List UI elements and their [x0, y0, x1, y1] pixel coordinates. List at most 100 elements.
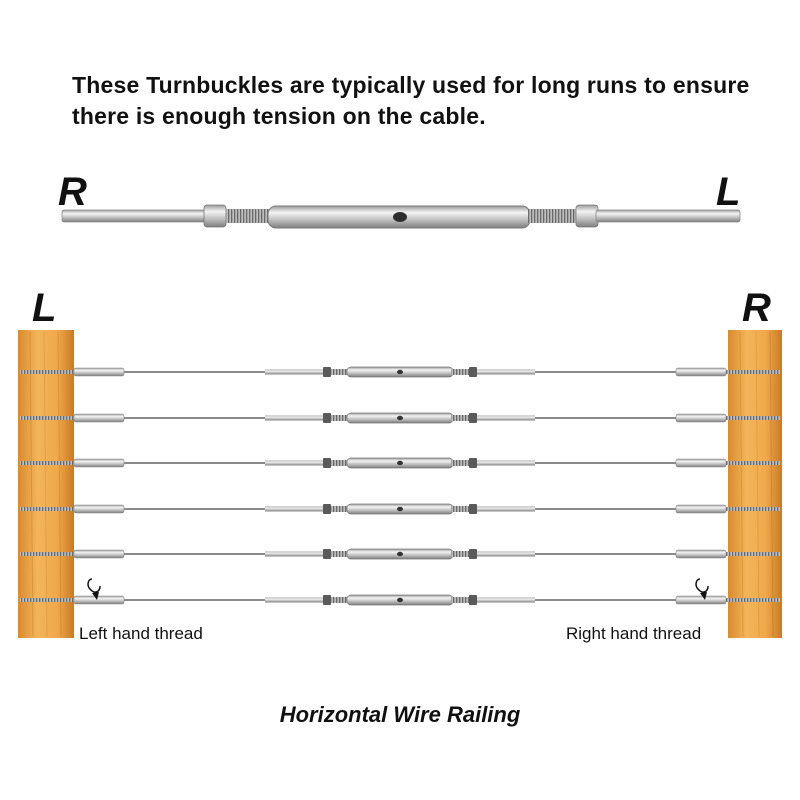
- nut-left: [323, 549, 331, 559]
- turnbuckle-illustration: [61, 204, 741, 229]
- right-thread-arrow: [695, 578, 709, 600]
- turnbuckle-hole: [397, 415, 403, 421]
- right-fitting: [675, 413, 727, 423]
- left-post-label: L: [32, 286, 57, 330]
- thread-right: [451, 551, 469, 557]
- thread-left: [331, 369, 349, 375]
- right-post-label: R: [742, 286, 771, 330]
- thread-left: [331, 415, 349, 421]
- thread-right: [451, 415, 469, 421]
- stud-left: [265, 506, 327, 512]
- cable-run: [20, 503, 780, 515]
- nut-right: [469, 413, 477, 423]
- heading-text: These Turnbuckles are typically used for…: [72, 72, 750, 129]
- post-thread-left: [20, 507, 76, 511]
- diagram-caption: Horizontal Wire Railing: [279, 702, 521, 727]
- right-thread: [528, 209, 578, 223]
- stud-right: [477, 369, 535, 375]
- thread-left: [331, 506, 349, 512]
- thread-right: [451, 369, 469, 375]
- stud-right: [477, 597, 535, 603]
- grain-line: [43, 331, 48, 637]
- right-stud: [595, 209, 741, 223]
- post-thread-left: [20, 598, 76, 602]
- nut-left: [323, 504, 331, 514]
- thread-left: [331, 597, 349, 603]
- grain-line: [769, 331, 774, 637]
- right-wood-post: [728, 330, 782, 638]
- thread-right: [451, 460, 469, 466]
- left-hand-thread-note: Left hand thread: [79, 624, 203, 643]
- right-fitting: [675, 549, 727, 559]
- post-thread-right: [724, 507, 780, 511]
- left-fitting: [73, 367, 125, 377]
- stud-right: [477, 551, 535, 557]
- grain-line: [739, 331, 744, 637]
- cable-run: [20, 594, 780, 606]
- grain-line: [755, 331, 760, 637]
- post-thread-left: [20, 461, 76, 465]
- thread-left: [331, 460, 349, 466]
- nut-right: [469, 504, 477, 514]
- turnbuckle-left-label: R: [58, 170, 87, 214]
- cable-run: [20, 457, 780, 469]
- stud-right: [477, 415, 535, 421]
- turnbuckle-hole: [397, 551, 403, 557]
- stud-left: [265, 551, 327, 557]
- stud-left: [265, 460, 327, 466]
- left-stud: [61, 209, 208, 223]
- nut-left: [323, 413, 331, 423]
- turnbuckle-right-label: L: [716, 170, 741, 214]
- post-thread-right: [724, 552, 780, 556]
- cable-run: [20, 412, 780, 424]
- nut-right: [469, 458, 477, 468]
- right-fitting: [675, 367, 727, 377]
- post-thread-left: [20, 370, 76, 374]
- cable-runs: [20, 366, 780, 606]
- left-fitting: [73, 413, 125, 423]
- right-fitting: [675, 458, 727, 468]
- body-hole: [393, 212, 407, 222]
- post-thread-left: [20, 416, 76, 420]
- stud-right: [477, 460, 535, 466]
- stud-left: [265, 369, 327, 375]
- grain-line: [29, 331, 34, 637]
- left-wood-post: [18, 330, 74, 638]
- post-thread-right: [724, 416, 780, 420]
- turnbuckle-hole: [397, 460, 403, 466]
- stud-left: [265, 597, 327, 603]
- left-fitting: [73, 458, 125, 468]
- nut-left: [323, 595, 331, 605]
- right-hand-thread-note: Right hand thread: [566, 624, 702, 643]
- right-nut: [575, 204, 599, 228]
- stud-left: [265, 415, 327, 421]
- nut-right: [469, 367, 477, 377]
- left-nut: [203, 204, 227, 228]
- right-fitting: [675, 595, 727, 605]
- right-fitting: [675, 504, 727, 514]
- nut-right: [469, 549, 477, 559]
- stud-right: [477, 506, 535, 512]
- left-thread-arrow: [87, 578, 101, 600]
- nut-left: [323, 458, 331, 468]
- wood-grain: [29, 331, 774, 637]
- thread-right: [451, 597, 469, 603]
- cable-run: [20, 366, 780, 378]
- post-thread-right: [724, 598, 780, 602]
- nut-right: [469, 595, 477, 605]
- thread-left: [331, 551, 349, 557]
- cable-run: [20, 548, 780, 560]
- post-thread-left: [20, 552, 76, 556]
- left-thread: [226, 209, 272, 223]
- turnbuckle-hole: [397, 369, 403, 375]
- left-fitting: [73, 504, 125, 514]
- grain-line: [57, 331, 62, 637]
- left-fitting: [73, 549, 125, 559]
- nut-left: [323, 367, 331, 377]
- left-fitting: [73, 595, 125, 605]
- post-thread-right: [724, 370, 780, 374]
- thread-right: [451, 506, 469, 512]
- turnbuckle-hole: [397, 597, 403, 603]
- post-thread-right: [724, 461, 780, 465]
